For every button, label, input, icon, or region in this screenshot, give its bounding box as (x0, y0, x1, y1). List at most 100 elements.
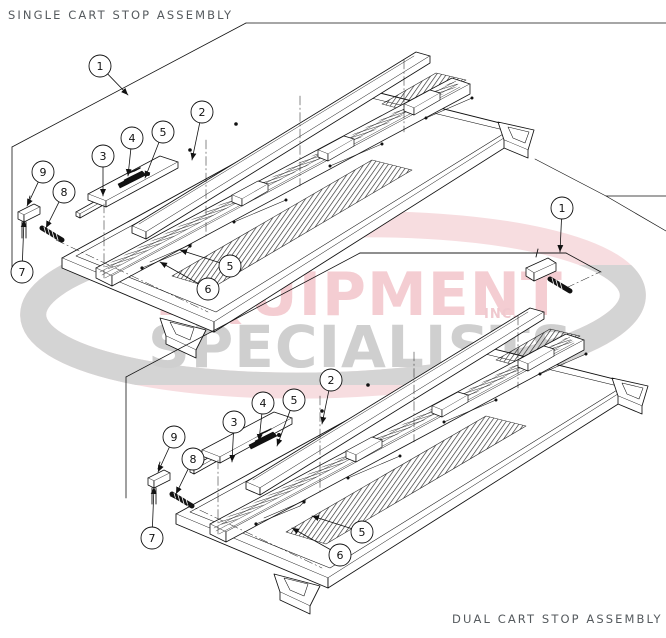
callout-single-cart-stop-assembly-6[interactable]: 6 (159, 261, 220, 301)
callout-number: 7 (19, 266, 26, 279)
callout-bubble[interactable] (10, 260, 34, 284)
callout-number: 4 (260, 397, 267, 410)
callout-leader-line (175, 468, 189, 495)
callout-number: 8 (190, 453, 197, 466)
callout-bubble[interactable] (218, 254, 242, 278)
callout-number: 6 (205, 283, 212, 296)
callout-bubble[interactable] (181, 447, 205, 471)
dual-assembly-detail-leaders (254, 352, 588, 526)
dual-assembly-deck (175, 328, 649, 615)
callout-dual-cart-stop-assembly-9[interactable]: 9 (157, 425, 186, 473)
callout-leader-line (557, 218, 564, 253)
callout-bubble[interactable] (120, 126, 144, 150)
callout-bubble[interactable] (196, 277, 220, 301)
callout-dual-cart-stop-assembly-1[interactable]: 1 (550, 196, 574, 253)
callout-single-cart-stop-assembly-2[interactable]: 2 (190, 100, 214, 161)
callout-number: 1 (97, 60, 104, 73)
dual-assembly-exploded-stop-block (525, 248, 573, 294)
callout-bubble[interactable] (31, 160, 55, 184)
callout-dual-cart-stop-assembly-2[interactable]: 2 (319, 368, 343, 425)
watermark-text-inc: INC. (484, 307, 518, 322)
callout-single-cart-stop-assembly-8[interactable]: 8 (45, 180, 76, 229)
callout-number: 9 (171, 431, 178, 444)
callout-dual-cart-stop-assembly-4[interactable]: 4 (251, 391, 275, 442)
callout-leader-line (20, 219, 27, 262)
callout-bubble[interactable] (151, 120, 175, 144)
callout-number: 3 (231, 416, 238, 429)
callout-bubble[interactable] (140, 526, 164, 550)
callout-number: 9 (40, 166, 47, 179)
callout-bubble[interactable] (350, 520, 374, 544)
callout-number: 4 (129, 132, 136, 145)
dual-assembly-pin-spring (147, 461, 195, 509)
callout-leader-line (45, 201, 60, 229)
callout-dual-cart-stop-assembly-3[interactable]: 3 (222, 410, 246, 463)
callout-leader-line (150, 486, 157, 528)
callout-leader-line (190, 122, 201, 161)
callout-leader-line (26, 181, 39, 207)
callout-number: 5 (291, 394, 298, 407)
callout-dual-cart-stop-assembly-7[interactable]: 7 (140, 486, 164, 550)
callout-number: 8 (61, 186, 68, 199)
callout-leader-line (311, 515, 352, 530)
callout-leader-line (157, 446, 170, 473)
callout-leader-line (229, 432, 236, 463)
callout-leader-line (125, 148, 132, 177)
single-assembly-detail-leaders (140, 96, 474, 270)
callout-single-cart-stop-assembly-4[interactable]: 4 (120, 126, 144, 177)
callout-number: 3 (100, 150, 107, 163)
callout-single-cart-stop-assembly-1[interactable]: 1 (88, 54, 129, 96)
dual-assembly-boundary (125, 252, 602, 499)
callout-leader-line (107, 73, 129, 96)
callout-number: 7 (149, 532, 156, 545)
callout-single-cart-stop-assembly-9[interactable]: 9 (26, 160, 55, 207)
single-assembly-deck (61, 72, 535, 359)
callout-leader-line (159, 261, 199, 285)
single-assembly-top-rail (131, 51, 431, 240)
single-assembly-title: SINGLE CART STOP ASSEMBLY (8, 8, 234, 22)
single-assembly-boundary (11, 22, 666, 269)
callout-number: 1 (559, 202, 566, 215)
callout-bubble[interactable] (550, 196, 574, 220)
callout-dual-cart-stop-assembly-5[interactable]: 5 (276, 388, 306, 447)
callout-number: 2 (199, 106, 206, 119)
callout-number: 5 (227, 260, 234, 273)
callout-single-cart-stop-assembly-5b[interactable]: 5 (179, 249, 242, 278)
callout-leader-line (276, 409, 291, 447)
callout-single-cart-stop-assembly-5[interactable]: 5 (144, 120, 175, 179)
callout-number: 5 (359, 526, 366, 539)
dual-assembly-slide-rail (209, 333, 585, 543)
callout-number: 5 (160, 126, 167, 139)
callout-dual-cart-stop-assembly-6[interactable]: 6 (291, 527, 352, 567)
callout-bubble[interactable] (319, 368, 343, 392)
dual-assembly-top-rail (245, 307, 545, 496)
callout-bubble[interactable] (282, 388, 306, 412)
callout-number: 6 (337, 549, 344, 562)
dual-assembly-title: DUAL CART STOP ASSEMBLY (452, 612, 663, 626)
callout-bubble[interactable] (328, 543, 352, 567)
callout-leader-line (179, 249, 220, 264)
callout-bubble[interactable] (88, 54, 112, 78)
callout-number: 2 (328, 374, 335, 387)
callout-bubble[interactable] (222, 410, 246, 434)
callout-bubble[interactable] (52, 180, 76, 204)
callout-bubble[interactable] (251, 391, 275, 415)
callout-bubble[interactable] (190, 100, 214, 124)
callout-dual-cart-stop-assembly-8[interactable]: 8 (175, 447, 205, 495)
single-assembly-pin-spring (17, 195, 65, 243)
callout-single-cart-stop-assembly-3[interactable]: 3 (91, 144, 115, 197)
dual-assembly-center-lines (169, 271, 601, 569)
callout-bubble[interactable] (91, 144, 115, 168)
single-assembly-slide-rail (95, 77, 471, 287)
dual-assembly-fasteners (248, 383, 370, 450)
callout-leader-line (320, 390, 330, 425)
single-assembly-center-lines (55, 59, 405, 313)
callout-dual-cart-stop-assembly-5b[interactable]: 5 (311, 515, 374, 544)
callout-bubble[interactable] (162, 425, 186, 449)
callout-leader-line (291, 527, 331, 551)
callout-leader-line (144, 141, 160, 179)
callout-single-cart-stop-assembly-7[interactable]: 7 (10, 219, 34, 284)
